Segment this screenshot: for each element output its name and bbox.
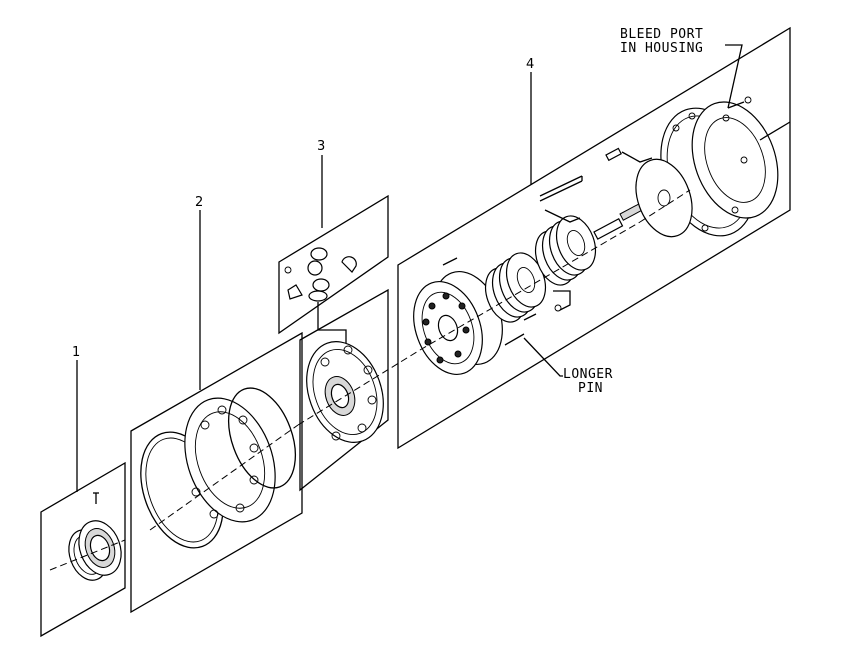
housing-plug bbox=[605, 147, 622, 162]
output-shaft-line bbox=[759, 121, 791, 141]
hardware-path bbox=[553, 290, 571, 311]
group-3-valve-plate-assembly: 3 bbox=[278, 139, 421, 492]
longer-pin-leader bbox=[523, 337, 563, 377]
group-2-outline bbox=[130, 331, 303, 614]
longer-pin bbox=[504, 333, 525, 346]
axis-line-group-2 bbox=[149, 424, 299, 531]
axis-line-housing bbox=[639, 189, 691, 223]
thin-o-ring bbox=[228, 387, 296, 489]
plug-path bbox=[621, 151, 653, 163]
group-2-seal-housing-assembly: 2 bbox=[130, 195, 303, 614]
bleed-port-label-line2: IN HOUSING bbox=[620, 41, 703, 56]
axis-line-group-1 bbox=[49, 539, 126, 571]
group-1-retainer-assembly: 1 bbox=[40, 345, 126, 638]
group-3-lower-outline bbox=[299, 288, 389, 492]
bleed-port-label-line1: BLEED PORT bbox=[620, 27, 703, 42]
axis-line-group-3 bbox=[297, 349, 421, 426]
group-4-outline bbox=[397, 26, 791, 450]
group-1-outline bbox=[40, 461, 126, 638]
bleed-port-leader bbox=[725, 44, 743, 109]
check-valve-seat bbox=[312, 278, 330, 292]
callout-2-number: 2 bbox=[195, 195, 203, 210]
longer-pin-label-line1: LONGER bbox=[563, 367, 613, 382]
callout-3-number: 3 bbox=[317, 139, 325, 154]
small-plug bbox=[284, 266, 292, 274]
axis-line-group-4 bbox=[419, 221, 641, 351]
callout-1-number: 1 bbox=[72, 345, 80, 360]
component-path bbox=[317, 302, 347, 345]
check-valve-spring bbox=[308, 290, 328, 302]
short-pin bbox=[442, 257, 458, 266]
half-moon-key-left bbox=[287, 284, 303, 300]
long-bolt bbox=[539, 175, 583, 202]
small-ball bbox=[554, 304, 562, 312]
callout-4-number: 4 bbox=[526, 57, 534, 72]
bleed-screw bbox=[727, 101, 745, 109]
bolt-path bbox=[544, 209, 581, 223]
check-valve-cap bbox=[310, 247, 328, 261]
longer-pin-note: LONGER PIN bbox=[523, 337, 613, 396]
bleed-port-note: BLEED PORT IN HOUSING bbox=[620, 27, 743, 109]
disc-spring-stack-1 bbox=[484, 252, 547, 323]
half-moon-key-right bbox=[341, 256, 357, 273]
housing-gasket bbox=[635, 158, 693, 238]
group-4-rotating-group-assembly: 4 bbox=[397, 26, 791, 450]
group-3-upper-outline bbox=[278, 194, 389, 335]
check-valve-ball bbox=[307, 260, 323, 276]
disc-spring-stack-2 bbox=[534, 215, 597, 286]
small-pin-a bbox=[523, 313, 537, 321]
housing-body bbox=[691, 101, 779, 219]
drive-shaft bbox=[593, 202, 644, 240]
longer-pin-label-line2: PIN bbox=[578, 381, 603, 396]
retainer-screw bbox=[93, 492, 99, 504]
